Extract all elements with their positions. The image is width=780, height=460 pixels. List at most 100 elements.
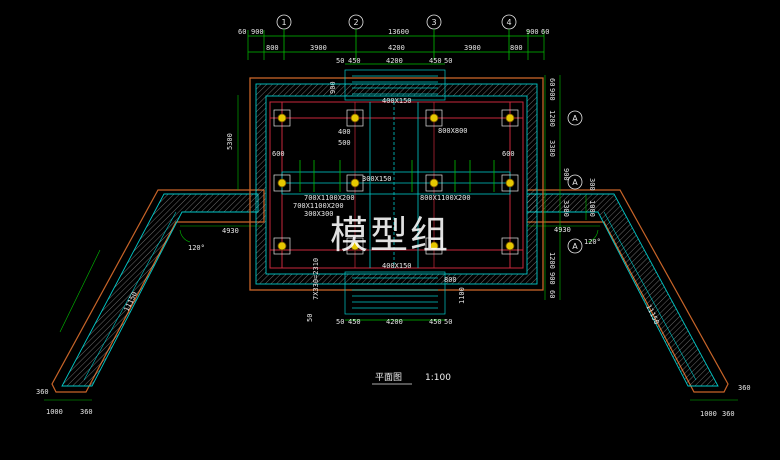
column-box [273, 174, 291, 192]
top-stair [344, 69, 446, 101]
dim-top-seg-2: 3900 [310, 44, 327, 52]
dim-right-seg-6: 900 [548, 272, 556, 285]
column-circle [350, 113, 360, 123]
wall-label-left: 600 [272, 150, 285, 158]
column-box [425, 109, 443, 127]
top-dimension-lines [247, 30, 545, 65]
building-outline [249, 77, 544, 291]
dim-left-end-3: 360 [80, 408, 93, 416]
dim-right-ramp-len: 4930 [554, 226, 571, 234]
side-axis-bubble-3 [567, 238, 583, 254]
dim-right-mid-3: 1000 [588, 200, 596, 217]
dim-overall: 13600 [388, 28, 409, 36]
column-circle [505, 178, 515, 188]
beam-label-corner: 800X800 [438, 127, 468, 135]
column-circle [277, 178, 287, 188]
dim-stair-top-4: 450 [429, 57, 442, 65]
dim-right-mid-4: 300 [588, 178, 596, 191]
column-circle [505, 113, 515, 123]
grid-axis-label-1: 1 [281, 18, 286, 27]
side-axis-label-2: A [572, 178, 578, 187]
column-circle [429, 113, 439, 123]
bottom-stair [344, 271, 446, 321]
column-circle [277, 113, 287, 123]
dim-top-seg-1: 800 [266, 44, 279, 52]
dim-left-end-2: 1000 [46, 408, 63, 416]
dim-stair-bottom-3: 4200 [386, 318, 403, 326]
grid-axis-label-4: 4 [506, 18, 511, 27]
dim-right-seg-5: 1200 [548, 252, 556, 269]
column-markers [273, 109, 519, 255]
dim-top-outer-4: 60 [541, 28, 549, 36]
column-box [346, 174, 364, 192]
column-box [501, 237, 519, 255]
dim-stair-bottom-4: 450 [429, 318, 442, 326]
grid-axis-label-2: 2 [353, 18, 358, 27]
dim-top-outer-3: 900 [526, 28, 539, 36]
side-axes [567, 110, 583, 254]
beam-label-bottom: 400X150 [382, 262, 412, 270]
dim-stair-bottom-1: 50 [336, 318, 344, 326]
elev-label-1: 400 [338, 128, 351, 136]
column-circle [429, 178, 439, 188]
dim-right-seg-4: 3380 [548, 140, 556, 157]
grid-axis-label-3: 3 [431, 18, 436, 27]
dim-right-seg-3: 1200 [548, 110, 556, 127]
dim-right-end-1: 360 [738, 384, 751, 392]
dim-stair-bottom-2: 450 [348, 318, 361, 326]
drawing-title: 平面图 [375, 372, 402, 383]
column-circle [350, 178, 360, 188]
beam-label-b4: 700X1100X200 [293, 202, 344, 210]
dim-right-seg-1: 60 [548, 78, 556, 86]
dim-right-seg-7: 60 [548, 290, 556, 298]
dim-right-mid-2: 3380 [562, 200, 570, 217]
side-axis-label-3: A [572, 242, 578, 251]
grid-axes [276, 14, 517, 60]
beam-label-b3: 800X1100X200 [420, 194, 471, 202]
column-box [501, 109, 519, 127]
dim-left-end-1: 360 [36, 388, 49, 396]
column-box [346, 109, 364, 127]
column-box [425, 174, 443, 192]
right-ramp [515, 189, 729, 393]
column-box [501, 174, 519, 192]
dim-stair-top-3: 4200 [386, 57, 403, 65]
wall-label-right: 600 [502, 150, 515, 158]
dim-stair-top-5: 50 [444, 57, 452, 65]
dim-right-end-2: 1000 [700, 410, 717, 418]
column-box [273, 109, 291, 127]
dim-stair-top-1: 50 [336, 57, 344, 65]
dim-top-outer-1: 60 [238, 28, 246, 36]
dim-right-end-3: 360 [722, 410, 735, 418]
column-circle [350, 241, 360, 251]
left-ramp [51, 189, 265, 393]
elev-label-2: 500 [338, 139, 351, 147]
column-circle [277, 241, 287, 251]
column-box [346, 237, 364, 255]
dim-stair-w1: 800 [444, 276, 457, 284]
dim-stair-steps: 7X330=2310 [312, 258, 320, 300]
dim-left-height: 5300 [226, 133, 234, 150]
dim-top-seg-3: 4200 [388, 44, 405, 52]
dim-right-seg-2: 900 [548, 88, 556, 101]
watermark: 模型组 [330, 213, 450, 257]
dim-top-seg-5: 800 [510, 44, 523, 52]
dim-right-mid-1: 900 [562, 168, 570, 181]
beam-label-b5: 300X300 [304, 210, 334, 218]
drawing-scale: 1:100 [425, 373, 451, 383]
beam-label-top: 400X150 [382, 97, 412, 105]
column-circle [429, 241, 439, 251]
dim-stair-bottom-5: 50 [444, 318, 452, 326]
dim-stair-w2: 1100 [458, 287, 466, 304]
column-box [273, 237, 291, 255]
column-box [425, 237, 443, 255]
dim-right-angle: 120° [584, 238, 601, 246]
dim-left-angle: 120° [188, 244, 205, 252]
column-circle [505, 241, 515, 251]
beam-label-mid: 300X150 [362, 175, 392, 183]
dim-top-outer-2: 900 [251, 28, 264, 36]
beam-label-b1: 700X1100X200 [304, 194, 355, 202]
dim-left-ramp-len: 4930 [222, 227, 239, 235]
